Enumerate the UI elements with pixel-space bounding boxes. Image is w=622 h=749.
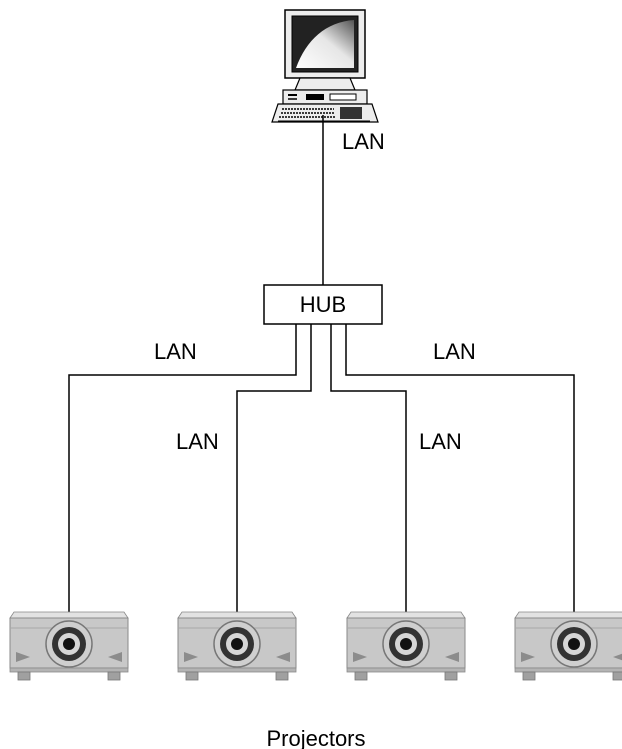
wire-inner-right: [330, 324, 407, 612]
lan-label-inner-left: LAN: [176, 429, 219, 454]
hub-label: HUB: [300, 292, 346, 317]
wire-inner-left: [236, 324, 312, 612]
lan-wires: [68, 115, 575, 612]
wire-outer-left: [68, 324, 297, 612]
projector-icon: [9, 611, 129, 681]
projector-icon: [346, 611, 466, 681]
projector-icon: [514, 611, 622, 681]
lan-label-outer-left: LAN: [154, 339, 197, 364]
wire-outer-right: [345, 324, 575, 612]
hub-node: HUB: [263, 284, 383, 325]
lan-label-inner-right: LAN: [419, 429, 462, 454]
lan-label-computer: LAN: [342, 129, 385, 154]
hub-box: [263, 284, 383, 325]
lan-label-outer-right: LAN: [433, 339, 476, 364]
projectors-caption: Projectors: [266, 726, 365, 749]
desktop-computer-icon: [271, 9, 379, 123]
projector-icon: [177, 611, 297, 681]
